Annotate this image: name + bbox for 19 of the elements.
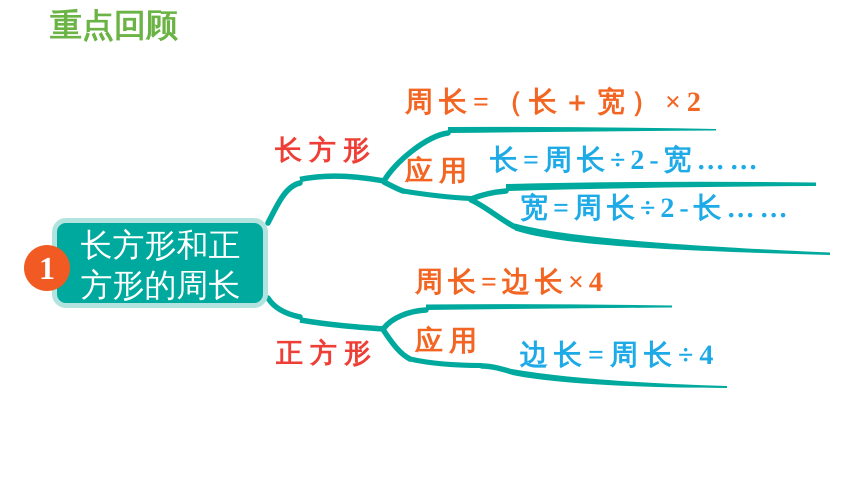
number-badge: 1 — [24, 245, 70, 291]
formula-text: 长=周长÷2-宽…… — [490, 145, 763, 177]
formula-text: 边长=周长÷4 — [520, 340, 720, 372]
branch-curve — [381, 307, 429, 331]
branch-label: 应用 — [415, 326, 483, 358]
formula-text: 周长=边长×4 — [415, 267, 608, 299]
branch-label: 应用 — [405, 156, 473, 188]
branch-curve — [265, 180, 303, 226]
branch-curve — [265, 295, 303, 320]
branch-label: 长方形 — [275, 135, 377, 166]
branch-curve — [468, 188, 509, 202]
branch-curve — [479, 363, 515, 375]
formula-text: 周长=（长＋宽）×2 — [405, 87, 707, 119]
branch-curve — [381, 328, 413, 362]
branch-curve — [381, 179, 406, 194]
title: 重点回顾 — [50, 6, 178, 44]
branch-label: 正方形 — [276, 338, 378, 369]
formula-text: 宽=周长÷2-长…… — [520, 193, 793, 225]
topic-box: 长方形和正方形的周长 — [52, 218, 268, 308]
